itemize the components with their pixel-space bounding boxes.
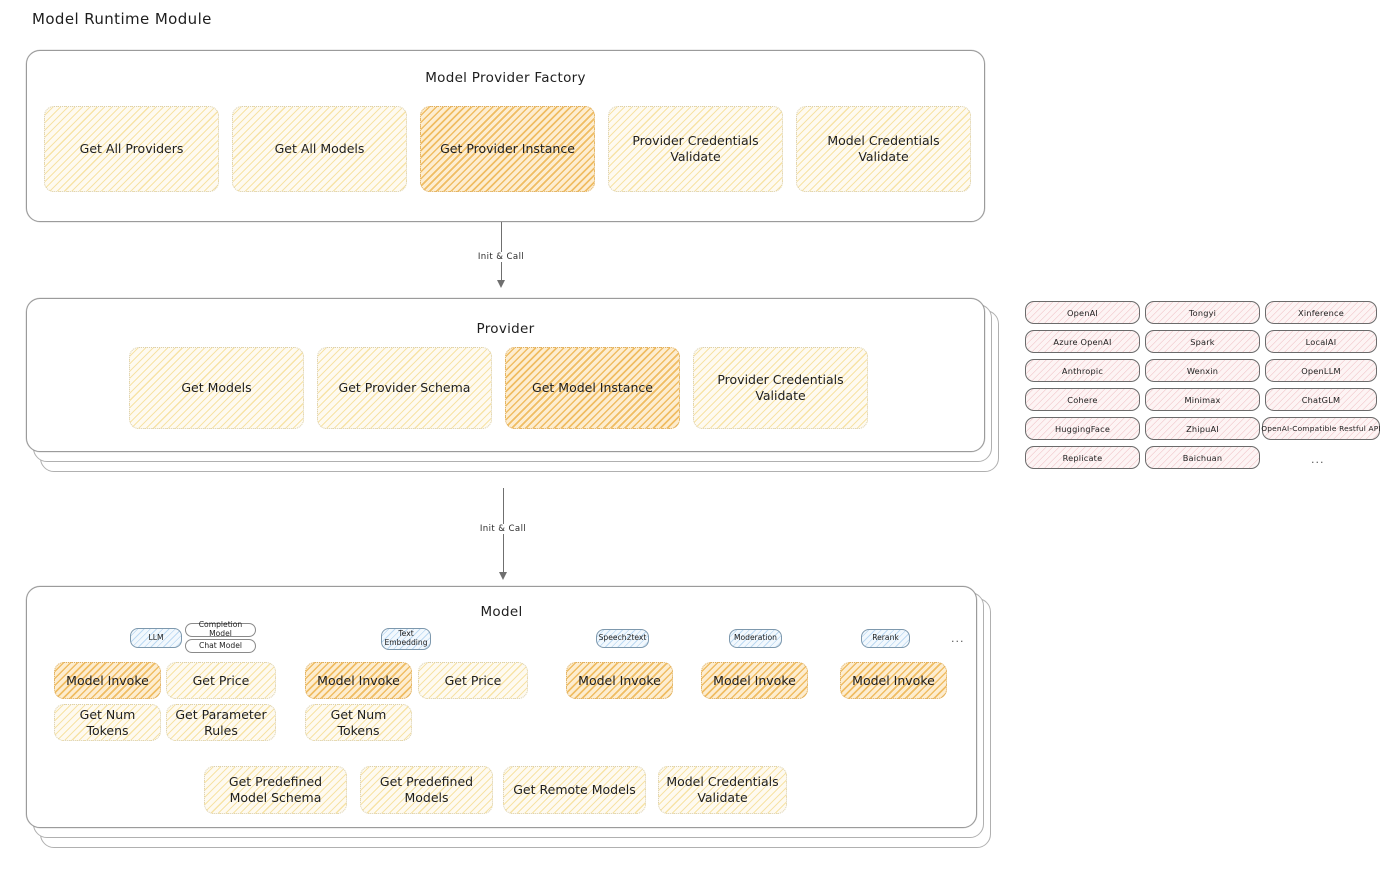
arrow-factory-to-provider-head — [497, 280, 505, 288]
provider-chip-xinference[interactable]: Xinference — [1265, 301, 1377, 324]
arrow-provider-to-model-label: Init & Call — [475, 524, 531, 534]
model-type-badge-rerank[interactable]: Rerank — [861, 629, 910, 648]
text-embedding-action-get-num-tokens[interactable]: Get Num Tokens — [305, 704, 412, 741]
factory-action-provider-credentials-validate[interactable]: Provider Credentials Validate — [608, 106, 783, 192]
model-type-badge-text-embedding[interactable]: Text Embedding — [381, 628, 431, 650]
provider-chip-huggingface[interactable]: HuggingFace — [1025, 417, 1140, 440]
factory-action-model-credentials-validate[interactable]: Model Credentials Validate — [796, 106, 971, 192]
model-provider-factory-title: Model Provider Factory — [425, 70, 586, 86]
rerank-action-model-invoke[interactable]: Model Invoke — [840, 662, 947, 699]
provider-chip-wenxin[interactable]: Wenxin — [1145, 359, 1260, 382]
model-type-badge-speech2text[interactable]: Speech2text — [596, 629, 649, 648]
model-action-get-predefined-model-schema[interactable]: Get Predefined Model Schema — [204, 766, 347, 814]
provider-action-provider-credentials-validate[interactable]: Provider Credentials Validate — [693, 347, 868, 429]
provider-chip-azure-openai[interactable]: Azure OpenAI — [1025, 330, 1140, 353]
factory-action-get-all-providers[interactable]: Get All Providers — [44, 106, 219, 192]
model-type-badge-llm[interactable]: LLM — [130, 628, 182, 648]
provider-chip-chatglm[interactable]: ChatGLM — [1265, 388, 1377, 411]
model-sub-badge-chat-model[interactable]: Chat Model — [185, 639, 256, 653]
moderation-action-model-invoke[interactable]: Model Invoke — [701, 662, 808, 699]
speech2text-action-model-invoke[interactable]: Model Invoke — [566, 662, 673, 699]
page-title: Model Runtime Module — [32, 10, 212, 28]
provider-chip-spark[interactable]: Spark — [1145, 330, 1260, 353]
model-sub-badge-completion-model[interactable]: Completion Model — [185, 620, 256, 638]
provider-chip-zhipuai[interactable]: ZhipuAI — [1145, 417, 1260, 440]
llm-action-get-num-tokens[interactable]: Get Num Tokens — [54, 704, 161, 741]
model-title: Model — [480, 604, 523, 620]
provider-action-get-model-instance[interactable]: Get Model Instance — [505, 347, 680, 429]
provider-list-more-ellipsis: ... — [1311, 453, 1325, 466]
model-action-get-remote-models[interactable]: Get Remote Models — [503, 766, 646, 814]
model-type-badge-moderation[interactable]: Moderation — [729, 629, 782, 648]
arrow-factory-to-provider-label: Init & Call — [473, 252, 529, 262]
text-embedding-action-model-invoke[interactable]: Model Invoke — [305, 662, 412, 699]
llm-action-get-price[interactable]: Get Price — [166, 662, 276, 699]
factory-action-get-provider-instance[interactable]: Get Provider Instance — [420, 106, 595, 192]
model-types-more-ellipsis: ... — [951, 632, 965, 645]
provider-chip-baichuan[interactable]: Baichuan — [1145, 446, 1260, 469]
provider-action-get-models[interactable]: Get Models — [129, 347, 304, 429]
provider-chip-openai-compatible-restful-api[interactable]: OpenAI-Compatible Restful API — [1261, 417, 1381, 440]
llm-action-model-invoke[interactable]: Model Invoke — [54, 662, 161, 699]
text-embedding-action-get-price[interactable]: Get Price — [418, 662, 528, 699]
provider-chip-cohere[interactable]: Cohere — [1025, 388, 1140, 411]
provider-chip-localai[interactable]: LocalAI — [1265, 330, 1377, 353]
model-action-get-predefined-models[interactable]: Get Predefined Models — [360, 766, 493, 814]
arrow-provider-to-model-head — [499, 572, 507, 580]
model-action-model-credentials-validate[interactable]: Model Credentials Validate — [658, 766, 787, 814]
provider-title: Provider — [476, 321, 535, 337]
llm-action-get-parameter-rules[interactable]: Get Parameter Rules — [166, 704, 276, 741]
provider-chip-openllm[interactable]: OpenLLM — [1265, 359, 1377, 382]
provider-chip-openai[interactable]: OpenAI — [1025, 301, 1140, 324]
provider-action-get-provider-schema[interactable]: Get Provider Schema — [317, 347, 492, 429]
provider-chip-tongyi[interactable]: Tongyi — [1145, 301, 1260, 324]
provider-chip-minimax[interactable]: Minimax — [1145, 388, 1260, 411]
factory-action-get-all-models[interactable]: Get All Models — [232, 106, 407, 192]
provider-chip-anthropic[interactable]: Anthropic — [1025, 359, 1140, 382]
provider-chip-replicate[interactable]: Replicate — [1025, 446, 1140, 469]
